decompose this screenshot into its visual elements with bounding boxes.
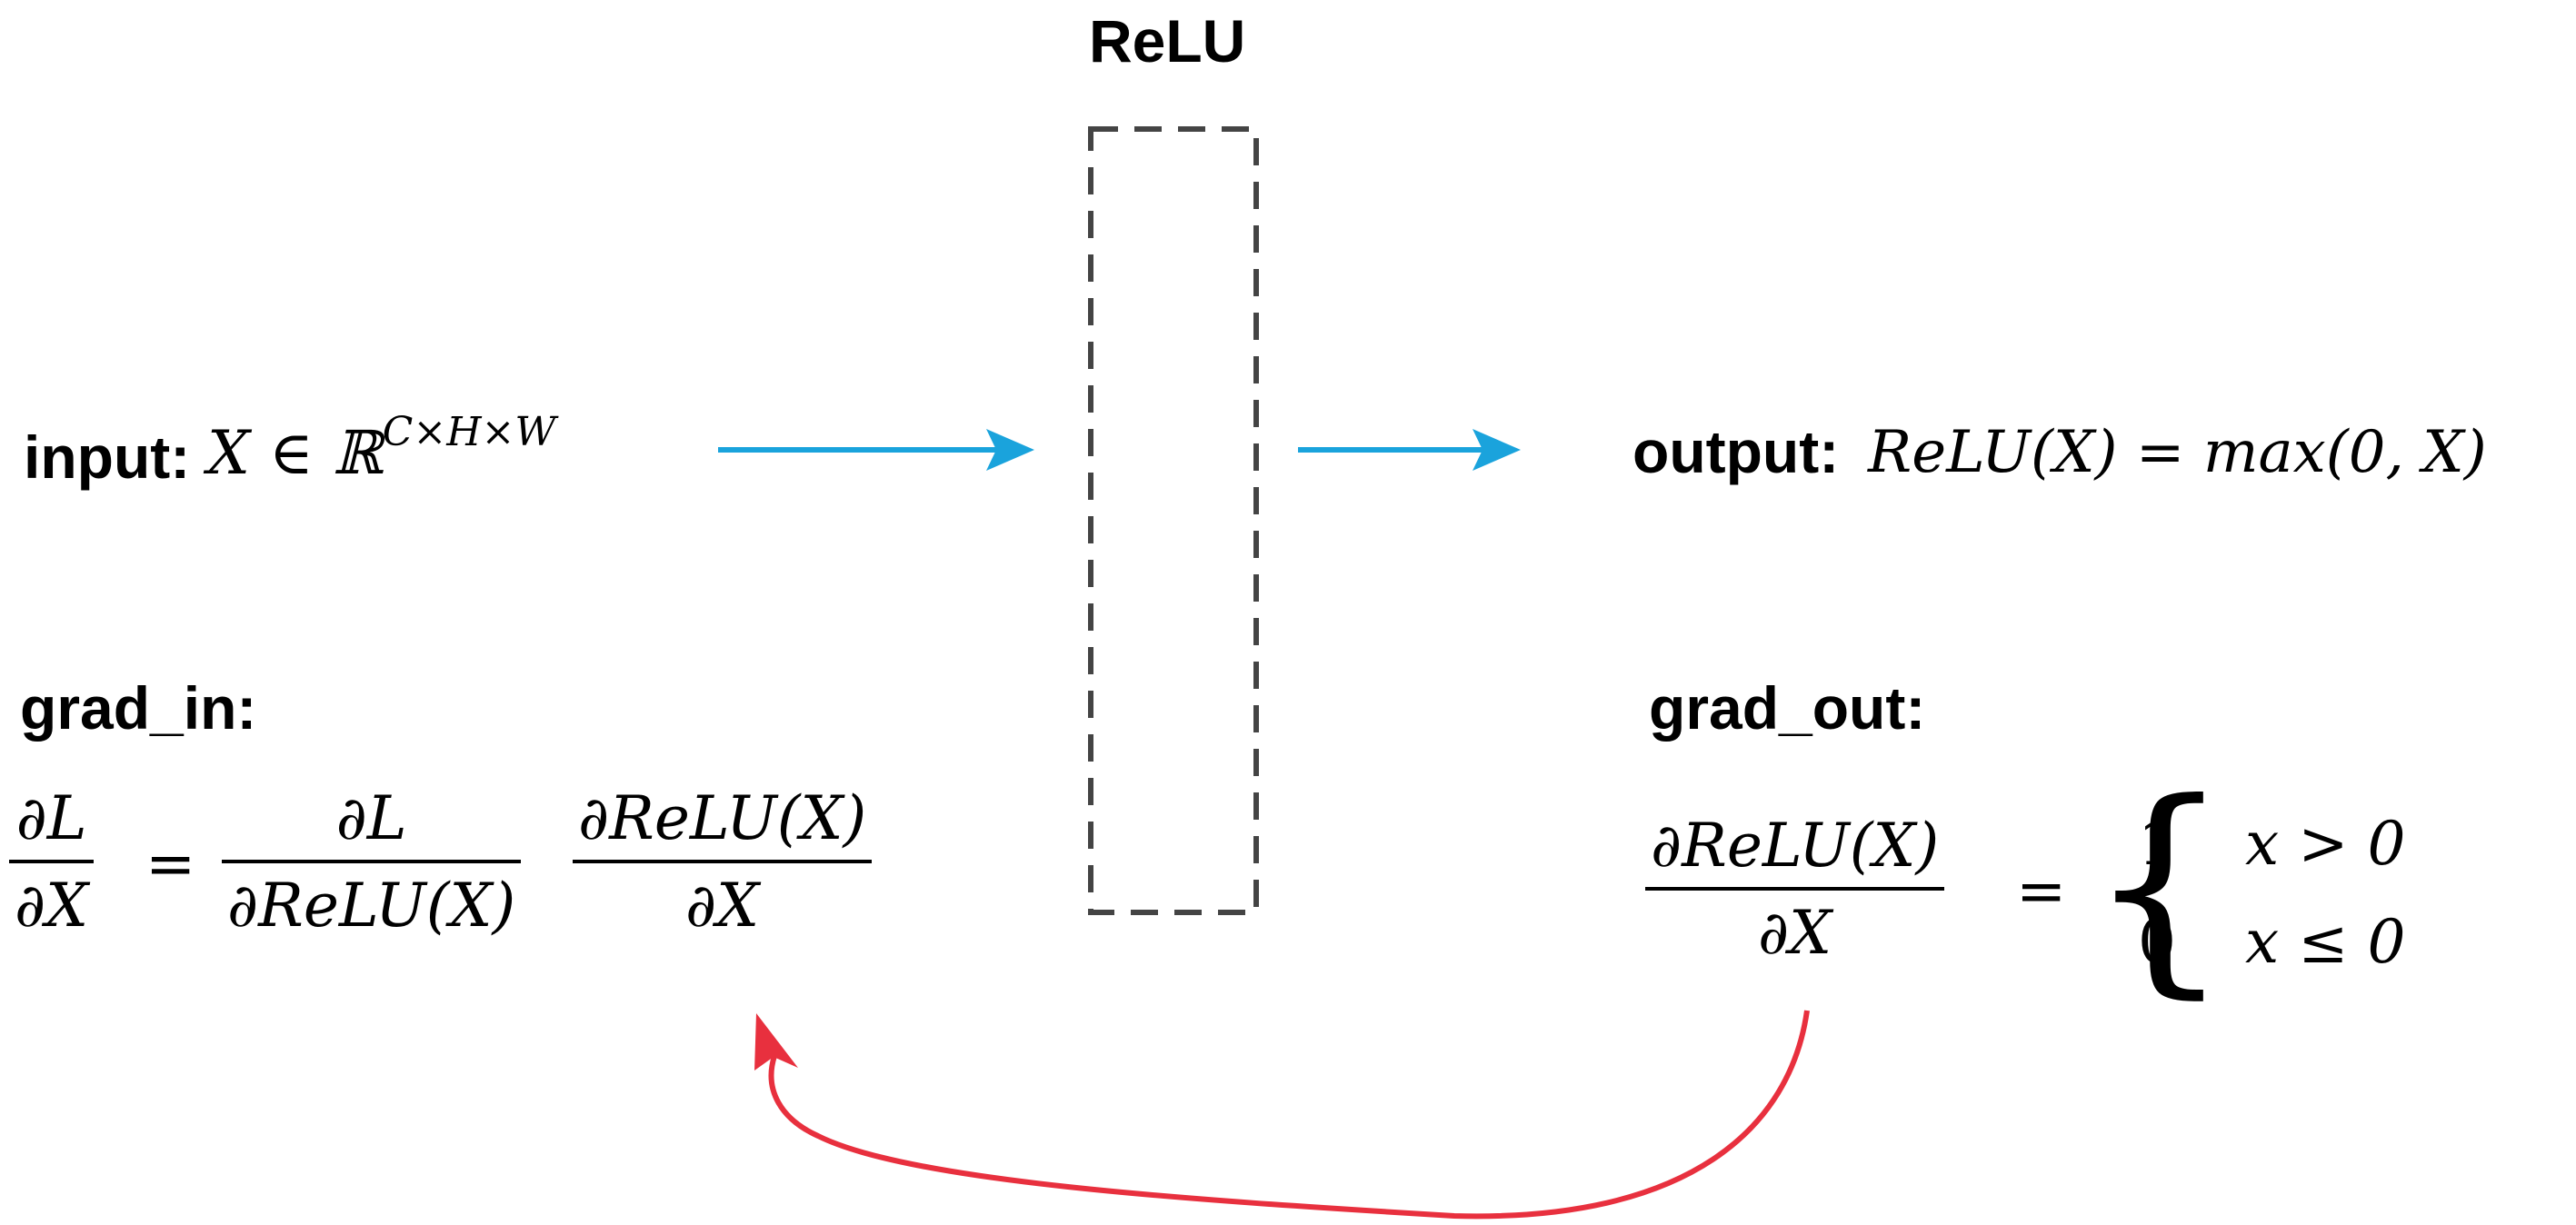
fraction-bar: [1645, 887, 1945, 891]
forward-arrow-in: [718, 429, 1034, 471]
input-math: X ∈ ℝC×H×W: [207, 413, 556, 483]
grad-in-rhs1-numerator: ∂L: [335, 783, 407, 853]
grad-in-rhs1-fraction: ∂L ∂ReLU(X): [222, 783, 522, 941]
fraction-bar: [222, 860, 522, 863]
input-label: input:: [24, 423, 191, 491]
grad-out-case1-value: 1: [2138, 809, 2176, 879]
grad-in-rhs2-denominator: ∂X: [685, 871, 760, 941]
grad-in-label: grad_in:: [20, 674, 257, 742]
input-math-main: X ∈ ℝ: [207, 418, 383, 488]
fraction-bar: [573, 860, 873, 863]
grad-out-case1-condition: x > 0: [2245, 809, 2406, 879]
output-math: ReLU(X) = max(0, X): [1868, 419, 2487, 486]
grad-out-lhs-denominator: ∂X: [1758, 898, 1832, 968]
grad-in-rhs2-fraction: ∂ReLU(X) ∂X: [573, 783, 873, 941]
input-math-superscript: C×H×W: [382, 409, 556, 455]
relu-block-box: [1088, 126, 1259, 915]
grad-in-rhs1-denominator: ∂ReLU(X): [227, 871, 516, 941]
forward-arrow-out: [1298, 429, 1521, 471]
grad-in-lhs-numerator: ∂L: [15, 783, 87, 853]
backward-arrow: [754, 1010, 1810, 1220]
grad-out-case2-condition: x ≤ 0: [2245, 907, 2406, 977]
grad-out-equals: =: [2016, 856, 2067, 926]
grad-in-rhs2-numerator: ∂ReLU(X): [578, 783, 867, 853]
grad-out-brace: {: [2087, 753, 2232, 1018]
grad-in-lhs-denominator: ∂X: [15, 871, 89, 941]
fraction-bar: [9, 860, 95, 863]
output-label: output:: [1632, 418, 1840, 485]
grad-out-case2-value: 0: [2138, 907, 2176, 977]
grad-in-lhs-fraction: ∂L ∂X: [9, 783, 95, 941]
grad-in-equals: =: [145, 829, 196, 899]
grad-out-lhs-numerator: ∂ReLU(X): [1651, 811, 1940, 881]
relu-title: ReLU: [1089, 7, 1246, 75]
grad-out-label: grad_out:: [1649, 674, 1926, 742]
grad-out-lhs-fraction: ∂ReLU(X) ∂X: [1645, 811, 1945, 968]
